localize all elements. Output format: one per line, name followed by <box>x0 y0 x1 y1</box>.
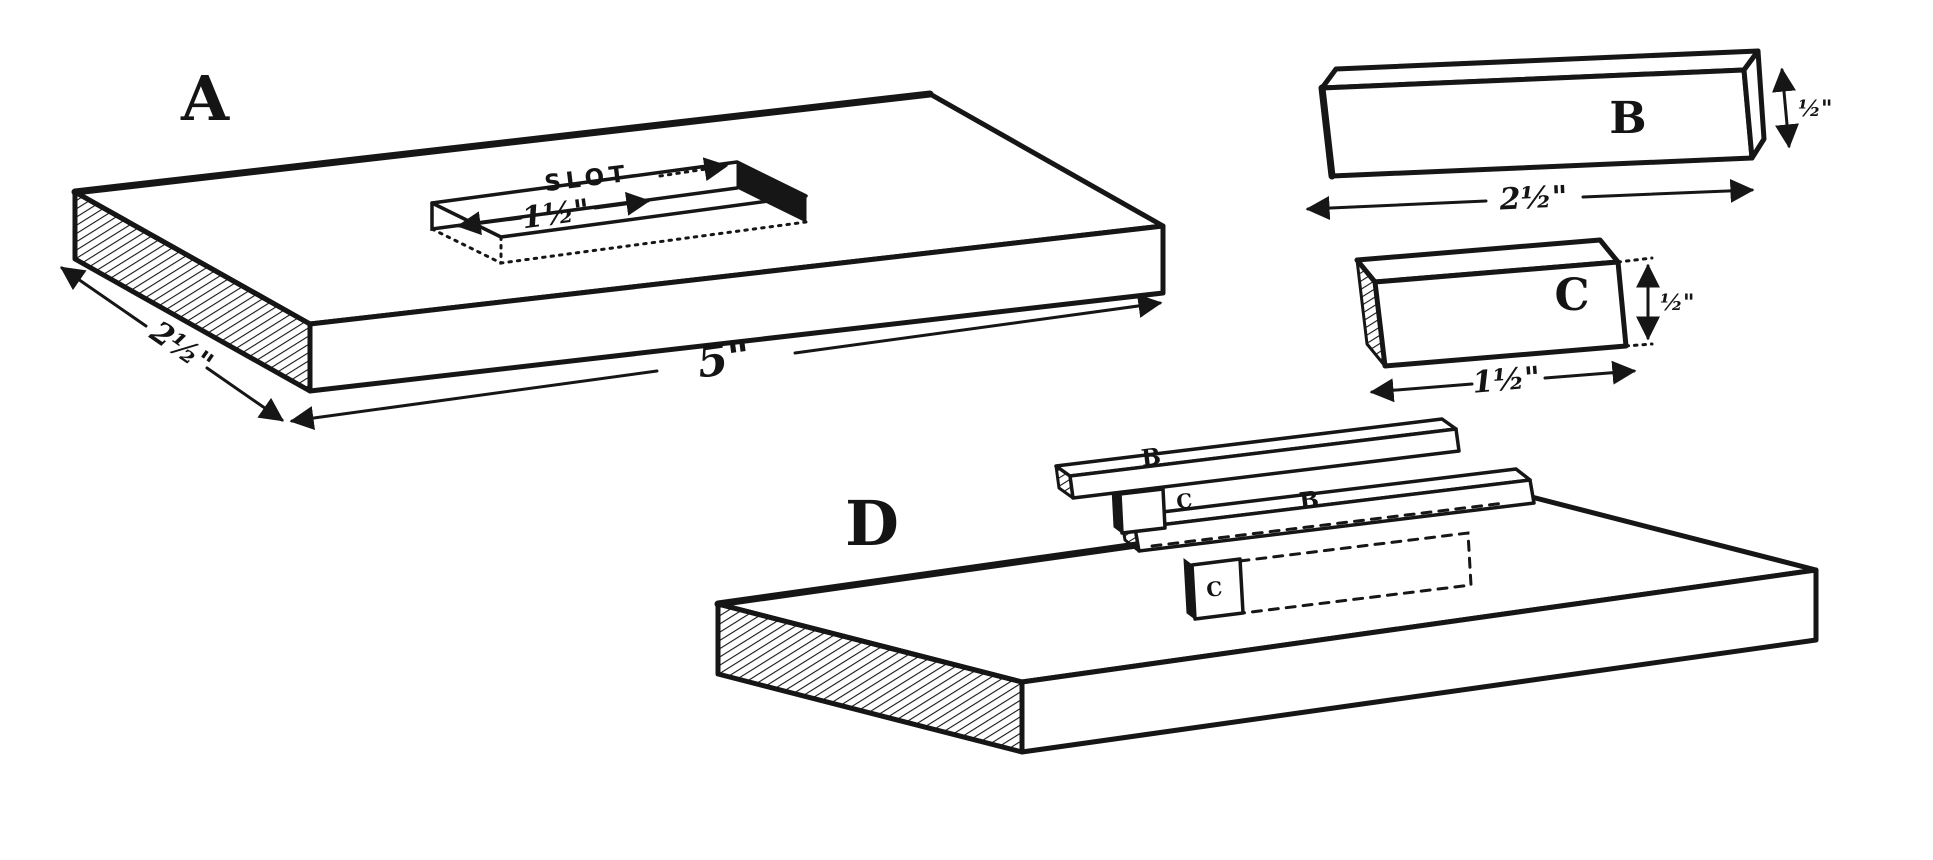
part-c-length-dim: 1½" <box>1369 360 1637 403</box>
part-c: C 1½" ½" <box>1354 237 1694 403</box>
length-dim-text: 5" <box>694 331 754 389</box>
c-ext-top <box>1616 256 1654 264</box>
part-c-end-grain <box>1355 258 1387 368</box>
part-a-label: A <box>180 62 230 135</box>
spacer-1-front-face <box>1118 487 1167 535</box>
part-b-left-edge <box>1318 84 1336 180</box>
part-a-end-grain <box>72 189 313 394</box>
b-thickness-text: ½" <box>1798 96 1832 122</box>
part-a-back-edge <box>71 90 934 196</box>
c-thickness-text: ½" <box>1660 290 1694 316</box>
spacer-2-callout: C <box>1205 576 1223 602</box>
part-d-base-end-grain <box>715 601 1025 755</box>
slot-width-dim-left <box>456 211 523 236</box>
part-c-label: C <box>1554 270 1589 321</box>
hidden-spacer-outline <box>1238 531 1473 615</box>
slot-width-dim-right <box>593 191 651 216</box>
b-dim-text: 2½" <box>1498 180 1568 218</box>
c-ext-bottom <box>1624 342 1654 348</box>
assembly-spacer-2: C <box>1183 557 1245 621</box>
b-dim-seg1 <box>1305 196 1488 221</box>
slot-depth-leader <box>658 157 729 182</box>
part-a-length-dim: 5" <box>289 294 1163 430</box>
spacer-1-callout: C <box>1175 488 1193 514</box>
part-b-length-dim: 2½" <box>1305 178 1755 221</box>
c-dim-seg1 <box>1369 378 1474 403</box>
part-b: B 2½" ½" <box>1305 48 1832 221</box>
bar-2-callout: B <box>1298 486 1321 515</box>
part-c-thickness-dim: ½" <box>1616 256 1694 348</box>
bar-1-callout: B <box>1140 443 1163 472</box>
part-a: SLOT 1½" 2½" 5" A <box>60 62 1166 430</box>
part-b-thickness-dim: ½" <box>1772 67 1832 149</box>
part-b-label: B <box>1609 93 1646 144</box>
c-dim-text: 1½" <box>1471 360 1541 400</box>
length-dim-seg1 <box>289 369 659 430</box>
width-dim-seg1 <box>60 266 148 328</box>
b-thickness-line <box>1772 67 1799 149</box>
width-dim-seg2 <box>205 366 284 422</box>
part-b-right-end <box>1741 48 1767 161</box>
length-dim-seg2 <box>793 294 1163 355</box>
part-b-front-face <box>1319 67 1755 179</box>
c-dim-seg2 <box>1543 360 1637 385</box>
part-d-label: D <box>845 487 899 560</box>
b-dim-seg2 <box>1581 178 1755 203</box>
part-d: C B C B D <box>714 417 1819 755</box>
bar-2-hidden-edge <box>1150 501 1507 548</box>
bar-1-end <box>1054 464 1075 500</box>
spacer-2-front-face <box>1190 557 1245 621</box>
assembly-bar-1: B <box>1054 417 1461 500</box>
